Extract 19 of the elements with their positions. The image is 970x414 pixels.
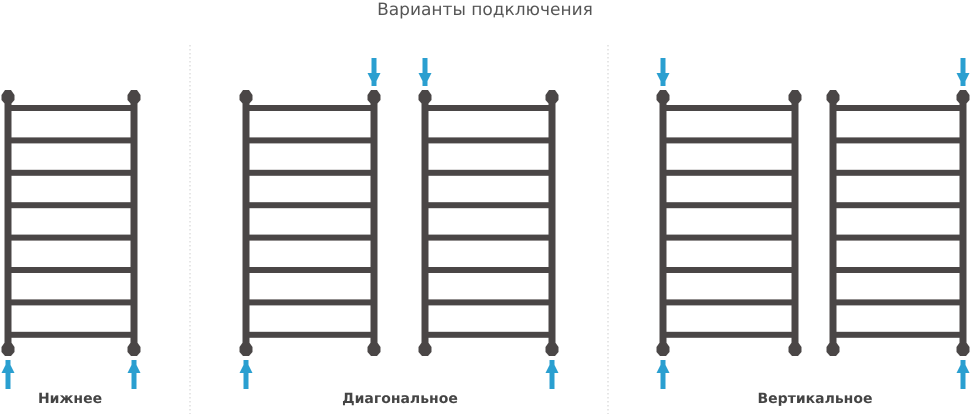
towel-rail-drawing [656, 88, 802, 358]
direction-arrow [956, 360, 970, 389]
towel-rail-drawing [826, 88, 970, 358]
towel-rail-drawing [418, 88, 559, 358]
caption: Вертикальное [756, 391, 874, 407]
caption: Нижнее [36, 391, 104, 407]
caption: Диагональное [341, 391, 459, 407]
direction-arrow [956, 58, 970, 86]
direction-arrow [128, 360, 140, 389]
direction-arrow [368, 58, 380, 86]
towel-rail-drawing [1, 88, 141, 358]
direction-arrow [418, 58, 432, 86]
towel-rail-drawing [239, 88, 381, 358]
direction-arrow [656, 58, 670, 86]
direction-arrow [240, 360, 252, 389]
title: Варианты подключения [376, 0, 594, 20]
direction-arrow [546, 360, 558, 389]
direction-arrow [656, 360, 670, 389]
direction-arrow [2, 360, 14, 389]
